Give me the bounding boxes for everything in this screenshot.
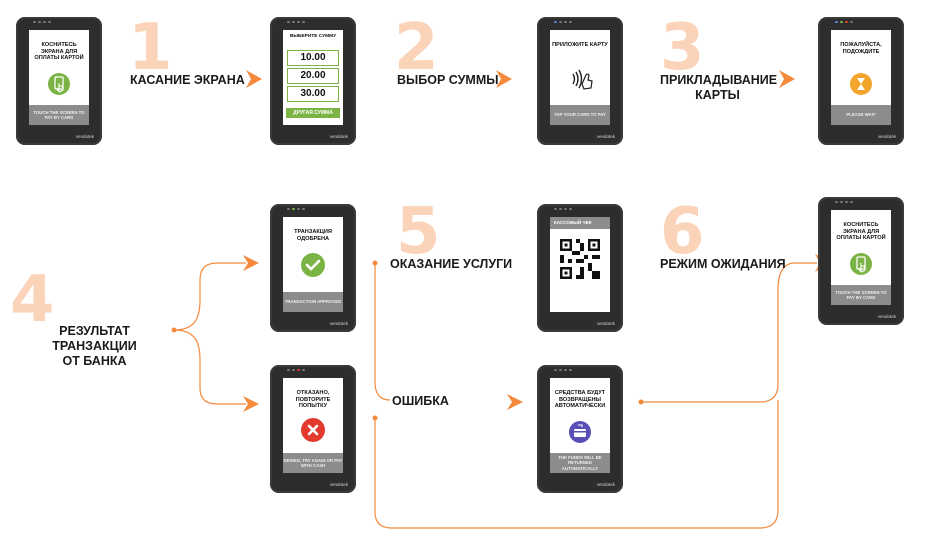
arrow-step1 (246, 70, 262, 88)
step-6-number: 6 (660, 195, 705, 269)
hourglass-icon (850, 73, 872, 95)
status-leds (287, 369, 305, 371)
screen-message: КОСНИТЕСЬ ЭКРАНА ДЛЯ ОПЛАТЫ КАРТОЙ (34, 42, 84, 62)
terminal-declined: ОТКАЗАНО, ПОВТОРИТЕ ПОПЫТКУ DENIED, TRY … (270, 365, 356, 493)
terminal-screen: КАССОВЫЙ ЧЕК (550, 217, 610, 312)
declined-to-standby-line (374, 400, 779, 529)
terminal-standby: КОСНИТЕСЬ ЭКРАНА ДЛЯ ОПЛАТЫ КАРТОЙ TOUCH… (818, 197, 904, 325)
terminal-screen: ПОЖАЛУЙСТА, ПОДОЖДИТЕ PLEASE WAIT (831, 30, 891, 125)
status-leds (554, 21, 572, 23)
step-2-number: 2 (394, 11, 439, 85)
node-dot-4 (171, 327, 177, 333)
step-4-label: РЕЗУЛЬТАТ ТРАНЗАКЦИИ ОТ БАНКА (52, 324, 137, 368)
brand-logo: vendotek (596, 482, 615, 487)
screen-footer: THE FUNDS WILL BE RETURNED AUTOMATICALLY (550, 453, 610, 473)
status-leds (287, 21, 305, 23)
node-dot-5 (372, 260, 378, 266)
arrow-step2 (496, 70, 512, 88)
screen-footer: PLEASE WAIT (831, 105, 891, 125)
terminal-refund: СРЕДСТВА БУДУТ ВОЗВРАЩЕНЫ АВТОМАТИЧЕСКИ … (537, 365, 623, 493)
terminal-wait: ПОЖАЛУЙСТА, ПОДОЖДИТЕ PLEASE WAIT vendot… (818, 17, 904, 145)
screen-message: ОТКАЗАНО, ПОВТОРИТЕ ПОПЫТКУ (295, 390, 331, 410)
step-1-number: 1 (128, 11, 173, 85)
step-4-number: 4 (10, 263, 55, 337)
terminal-screen: КОСНИТЕСЬ ЭКРАНА ДЛЯ ОПЛАТЫ КАРТОЙ TOUCH… (29, 30, 89, 125)
brand-logo: vendotek (877, 134, 896, 139)
terminal-screen: ОТКАЗАНО, ПОВТОРИТЕ ПОПЫТКУ DENIED, TRY … (283, 378, 343, 473)
brand-logo: vendotek (75, 134, 94, 139)
status-leds (554, 369, 572, 371)
screen-footer: TOUCH THE SCREEN TO PAY BY CARD (831, 285, 891, 305)
status-leds (835, 201, 853, 203)
terminal-approved: ТРАНЗАКЦИЯ ОДОБРЕНА TRANSACTION APPROVED… (270, 204, 356, 332)
screen-message: КОСНИТЕСЬ ЭКРАНА ДЛЯ ОПЛАТЫ КАРТОЙ (836, 222, 886, 242)
amount-option-3[interactable]: 30.00 (287, 86, 339, 102)
contactless-icon (564, 66, 596, 92)
screen-message: СРЕДСТВА БУДУТ ВОЗВРАЩЕНЫ АВТОМАТИЧЕСКИ (554, 390, 606, 410)
status-leds (835, 21, 853, 23)
terminal-screen: ВЫБЕРИТЕ СУММУ 10.00 20.00 30.00 ДРУГАЯ … (283, 30, 343, 125)
branch-line-declined (173, 329, 246, 405)
terminal-screen: КОСНИТЕСЬ ЭКРАНА ДЛЯ ОПЛАТЫ КАРТОЙ TOUCH… (831, 210, 891, 305)
brand-logo: vendotek (877, 314, 896, 319)
amount-option-1[interactable]: 10.00 (287, 50, 339, 66)
node-dot-declined (372, 415, 378, 421)
amount-header: ВЫБЕРИТЕ СУММУ (289, 34, 337, 39)
status-leds (287, 208, 305, 210)
terminal-screen: ПРИЛОЖИТЕ КАРТУ TAP YOUR CARD TO PAY (550, 30, 610, 125)
step-5-label: ОКАЗАНИЕ УСЛУГИ (390, 257, 513, 271)
arrow-step3 (779, 70, 795, 88)
brand-logo: vendotek (329, 321, 348, 326)
brand-logo: vendotek (596, 134, 615, 139)
step-5-number: 5 (396, 195, 441, 269)
step-3-label: ПРИКЛАДЫВАНИЕ КАРТЫ (660, 73, 778, 102)
terminal-amount: ВЫБЕРИТЕ СУММУ 10.00 20.00 30.00 ДРУГАЯ … (270, 17, 356, 145)
hand-touch-phone-icon (48, 73, 70, 95)
terminal-tap: ПРИЛОЖИТЕ КАРТУ TAP YOUR CARD TO PAY ven… (537, 17, 623, 145)
screen-message: ПОЖАЛУЙСТА, ПОДОЖДИТЕ (840, 42, 882, 55)
check-icon (301, 253, 325, 277)
error-label: ОШИБКА (392, 394, 449, 408)
step-1-label: КАСАНИЕ ЭКРАНА (130, 73, 245, 87)
arrow-to-refund (507, 394, 523, 410)
status-leds (554, 208, 572, 210)
step-6-label: РЕЖИМ ОЖИДАНИЯ (660, 257, 786, 271)
screen-footer: DENIED, TRY AGAIN OR PAY WITH CASH (283, 453, 343, 473)
service-error-line (374, 263, 391, 401)
arrow-to-approved (243, 255, 259, 271)
node-dot-refund (638, 399, 644, 405)
brand-logo: vendotek (329, 482, 348, 487)
amount-option-2[interactable]: 20.00 (287, 68, 339, 84)
step-3-number: 3 (660, 11, 705, 85)
step-2-label: ВЫБОР СУММЫ (397, 73, 499, 87)
card-refund-icon (569, 421, 591, 443)
other-amount-button[interactable]: ДРУГАЯ СУММА (286, 108, 340, 118)
screen-footer: TOUCH THE SCREEN TO PAY BY CARD (29, 105, 89, 125)
arrow-to-declined (243, 396, 259, 412)
cross-icon (301, 418, 325, 442)
qr-code-icon (560, 239, 600, 279)
screen-message: ПРИЛОЖИТЕ КАРТУ (552, 42, 608, 48)
hand-touch-phone-icon (850, 253, 872, 275)
refund-to-standby-line (641, 262, 817, 403)
terminal-screen: СРЕДСТВА БУДУТ ВОЗВРАЩЕНЫ АВТОМАТИЧЕСКИ … (550, 378, 610, 473)
screen-message: ТРАНЗАКЦИЯ ОДОБРЕНА (294, 229, 332, 242)
screen-footer: TAP YOUR CARD TO PAY (550, 105, 610, 125)
branch-line-approved (173, 262, 246, 331)
terminal-receipt: КАССОВЫЙ ЧЕК vendotek (537, 204, 623, 332)
brand-logo: vendotek (596, 321, 615, 326)
terminal-touch: КОСНИТЕСЬ ЭКРАНА ДЛЯ ОПЛАТЫ КАРТОЙ TOUCH… (16, 17, 102, 145)
status-leds (33, 21, 51, 23)
brand-logo: vendotek (329, 134, 348, 139)
terminal-screen: ТРАНЗАКЦИЯ ОДОБРЕНА TRANSACTION APPROVED (283, 217, 343, 312)
receipt-header: КАССОВЫЙ ЧЕК (550, 217, 610, 229)
screen-footer: TRANSACTION APPROVED (283, 292, 343, 312)
